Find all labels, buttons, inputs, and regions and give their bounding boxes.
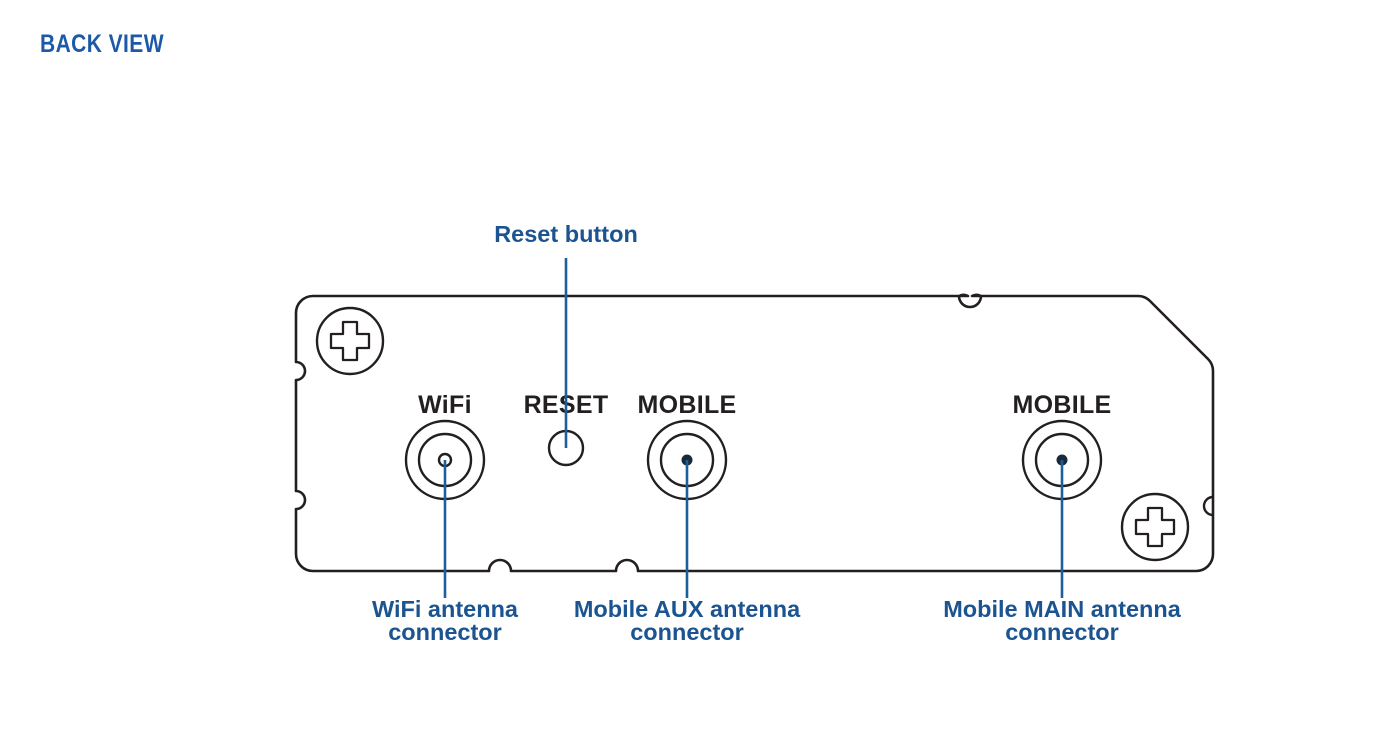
screw-bottom-right-phillips-icon xyxy=(1134,506,1176,548)
callout-mobile-aux-antenna-line1: Mobile AUX antenna xyxy=(574,596,801,622)
device-outline-path xyxy=(294,293,1215,573)
callout-mobile-main-antenna-line2: connector xyxy=(1005,619,1119,645)
callout-wifi-antenna-line2: connector xyxy=(388,619,502,645)
screw-top-left xyxy=(315,306,385,376)
screw-bottom-right xyxy=(1120,492,1190,562)
silkscreen-label-wifi: WiFi xyxy=(418,391,472,419)
page-title: BACK VIEW xyxy=(40,30,164,58)
silkscreen-label-mobile-aux: MOBILE xyxy=(637,391,736,419)
callout-mobile-aux-antenna-line2: connector xyxy=(630,619,744,645)
silkscreen-label-mobile-main: MOBILE xyxy=(1012,391,1111,419)
callout-mobile-main-antenna-line1: Mobile MAIN antenna xyxy=(943,596,1182,622)
device-enclosure xyxy=(294,293,1215,573)
device-right-edge-notch xyxy=(1202,495,1214,517)
callout-wifi-antenna-line1: WiFi antenna xyxy=(372,596,519,622)
screw-top-left-phillips-icon xyxy=(329,320,371,362)
callout-reset-button-line1: Reset button xyxy=(494,221,638,247)
